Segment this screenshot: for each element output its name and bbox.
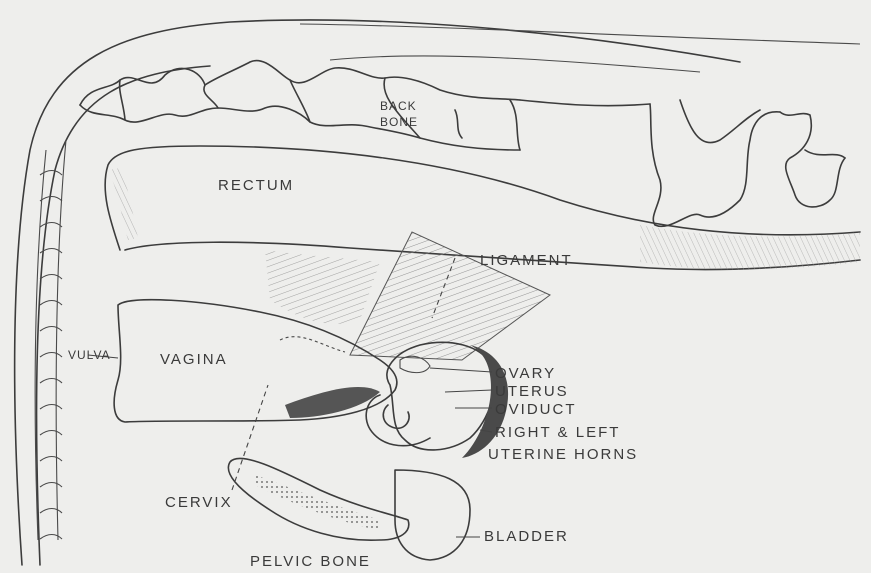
- tail-vertebra-segment: [40, 405, 62, 410]
- uterus-and-horns: [366, 342, 508, 458]
- tail-vertebra-segment: [40, 483, 62, 488]
- tail-vertebra-segment: [40, 353, 62, 358]
- tail-vertebra-segment: [40, 509, 62, 514]
- labels: BACK BONE RECTUM LIGAMENT VULVA VAGINA O…: [68, 99, 638, 570]
- label-bladder: BLADDER: [484, 528, 569, 545]
- tail-vertebra-segment: [40, 379, 62, 384]
- tail-vertebra-segment: [40, 275, 62, 280]
- label-rectum: RECTUM: [218, 177, 294, 194]
- label-cervix: CERVIX: [165, 494, 233, 511]
- pelvic-bone: [228, 458, 408, 540]
- back-bone-vertebrae: [80, 61, 845, 227]
- label-ligament: LIGAMENT: [480, 252, 573, 269]
- label-oviduct: OVIDUCT: [495, 401, 577, 418]
- label-vagina: VAGINA: [160, 351, 228, 368]
- tail-vertebra-segment: [40, 431, 62, 436]
- bladder: [395, 470, 470, 560]
- label-back-bone-line2: BONE: [380, 115, 418, 129]
- label-vulva: VULVA: [68, 348, 111, 362]
- tail-vertebra-segment: [40, 197, 62, 202]
- tail-vertebra-segment: [40, 457, 62, 462]
- tail-vertebra-segment: [40, 301, 62, 306]
- tail-vertebra-segment: [40, 223, 62, 228]
- tail-vertebrae: [35, 140, 66, 540]
- tail-vertebra-segment: [40, 327, 62, 332]
- label-horns-line1: RIGHT & LEFT: [495, 424, 620, 441]
- label-pelvic-bone: PELVIC BONE: [250, 553, 371, 570]
- label-back-bone-line1: BACK: [380, 99, 417, 113]
- label-ovary: OVARY: [495, 365, 556, 382]
- tail-vertebra-segment: [40, 535, 62, 540]
- label-uterus: UTERUS: [495, 383, 569, 400]
- label-horns-line2: UTERINE HORNS: [488, 446, 638, 463]
